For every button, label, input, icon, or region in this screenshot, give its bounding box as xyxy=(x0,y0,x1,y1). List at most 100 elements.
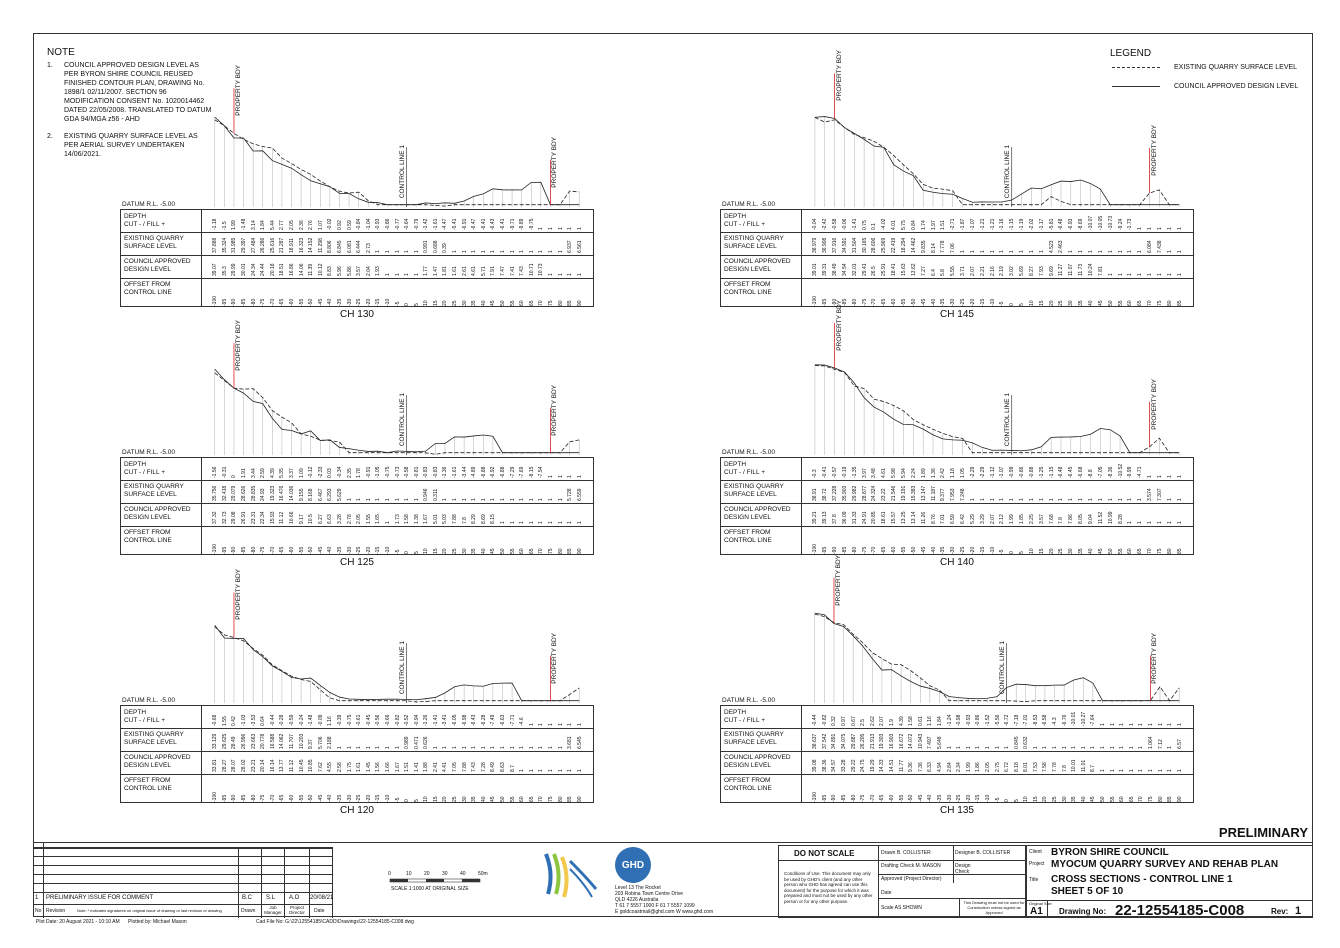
cell-value: 30 xyxy=(461,796,468,802)
drafting-check: Drafting Check M. MASON xyxy=(881,863,941,869)
cell-value: 5.01 xyxy=(432,514,439,524)
cell-value: 10.71 xyxy=(528,263,535,276)
cell-value: 1 xyxy=(1099,723,1106,726)
cell-value: 34.891 xyxy=(831,733,838,749)
cell-value: 1 xyxy=(547,521,554,524)
cell-value: -30 xyxy=(950,298,957,306)
cell-value: 1 xyxy=(471,746,478,749)
property-bdy-label: PROPERTY BDY xyxy=(1151,632,1159,684)
cell-value: -65 xyxy=(279,298,286,306)
cell-value: -35 xyxy=(936,794,943,802)
cell-value: -65 xyxy=(279,794,286,802)
cell-value: -45 xyxy=(917,794,924,802)
cell-value: 0 xyxy=(1009,551,1016,554)
cell-value: 1 xyxy=(490,746,497,749)
cell-value: -55 xyxy=(901,546,907,554)
cell-value: -100 xyxy=(212,295,219,306)
cell-value: -4.02 xyxy=(881,218,888,230)
cell-value: 1 xyxy=(499,521,506,524)
cell-value: 18.294 xyxy=(901,237,907,253)
approved-date: Date xyxy=(881,890,892,896)
cell-value: -60 xyxy=(289,546,295,554)
cell-value: 1 xyxy=(547,498,554,501)
cell-value: 1.61 xyxy=(452,266,459,276)
cell-value: 15.93 xyxy=(269,511,276,524)
cell-value: 19.191 xyxy=(901,485,907,501)
cell-value: -0.09 xyxy=(317,714,324,726)
cell-value: 1 xyxy=(384,273,391,276)
cell-value: 2.61 xyxy=(461,266,468,276)
design-level-line xyxy=(814,364,1180,454)
cell-value: 7.91 xyxy=(490,266,497,276)
design-level-line xyxy=(214,116,580,206)
cell-value: 0 xyxy=(404,799,411,802)
scale-value: Scale AS SHOWN xyxy=(881,905,922,911)
cell-value: -70 xyxy=(871,546,878,554)
cell-value: 1 xyxy=(1109,769,1116,772)
cell-value: 7.248 xyxy=(960,488,967,501)
cell-value: -7.29 xyxy=(509,466,516,478)
cell-value: 1 xyxy=(356,498,363,501)
design-level-line xyxy=(814,116,1180,206)
cell-value: 2.19 xyxy=(999,266,1006,276)
cell-value: 1 xyxy=(557,227,564,230)
cell-value: -95 xyxy=(221,298,228,306)
cell-value: 35.3 xyxy=(221,266,228,276)
cell-value: 1 xyxy=(452,250,459,253)
cell-value: 32.418 xyxy=(221,485,228,501)
cell-value: -85 xyxy=(841,546,848,554)
cell-value: 5.86 xyxy=(346,266,353,276)
cell-value: 1.74 xyxy=(920,220,927,230)
cell-value: -9.71 xyxy=(509,218,516,230)
cell-value: 40 xyxy=(480,300,487,306)
cell-value: -1.21 xyxy=(979,218,986,230)
datum-label: DATUM R.L. -5.00 xyxy=(722,697,775,704)
cell-value: 70 xyxy=(538,548,545,554)
datum-label: DATUM R.L. -5.00 xyxy=(122,449,175,456)
cell-value: 7.12 xyxy=(1157,739,1164,749)
cell-value: 1 xyxy=(1138,723,1145,726)
cell-value: 1 xyxy=(975,746,982,749)
cell-value: 35.756 xyxy=(212,485,219,501)
cell-value: 1.99 xyxy=(1009,514,1016,524)
existing-surface-line xyxy=(814,116,1180,206)
preliminary-stamp: PRELIMINARY xyxy=(1218,825,1308,840)
datum-label: DATUM R.L. -5.00 xyxy=(722,449,775,456)
cell-value: 14.072 xyxy=(908,733,915,749)
cell-value: 8.05 xyxy=(1078,514,1085,524)
cell-value: 1.65 xyxy=(375,514,382,524)
cell-value: 24.324 xyxy=(871,485,878,501)
cell-value: 15.63 xyxy=(901,263,907,276)
cell-value: 1 xyxy=(1058,498,1065,501)
cell-value: 1.88 xyxy=(423,762,430,772)
cell-value: 60 xyxy=(1127,300,1134,306)
cell-value: 1 xyxy=(965,746,972,749)
cell-value: 65 xyxy=(528,300,535,306)
cell-value: 37.8 xyxy=(832,514,839,524)
cell-value: -7.05 xyxy=(1097,466,1104,478)
cell-value: 1 xyxy=(557,475,564,478)
cell-value: -6.93 xyxy=(1068,218,1075,230)
cell-value: -70 xyxy=(871,298,878,306)
cell-value: -5 xyxy=(999,549,1006,554)
cell-value: 24.91 xyxy=(861,511,868,524)
cell-value: -45 xyxy=(920,546,927,554)
cell-value: 1 xyxy=(452,746,459,749)
cell-value: -20 xyxy=(365,546,372,554)
cell-value: 2.84 xyxy=(946,762,953,772)
cell-value: 15 xyxy=(1032,796,1039,802)
cell-value: 2.05 xyxy=(984,762,991,772)
cell-value: 2.24 xyxy=(910,468,917,478)
cell-value: 20 xyxy=(1042,796,1049,802)
cell-value: -35 xyxy=(940,298,947,306)
cell-value: 1.58 xyxy=(404,514,411,524)
cell-value: -0.44 xyxy=(812,714,819,726)
cell-value: 1 xyxy=(375,746,382,749)
cell-value: 2.41 xyxy=(432,762,439,772)
cell-value: -1.87 xyxy=(960,218,967,230)
cell-value: -0.61 xyxy=(356,714,363,726)
cell-value: -30 xyxy=(346,298,353,306)
cell-value: 1 xyxy=(461,746,468,749)
